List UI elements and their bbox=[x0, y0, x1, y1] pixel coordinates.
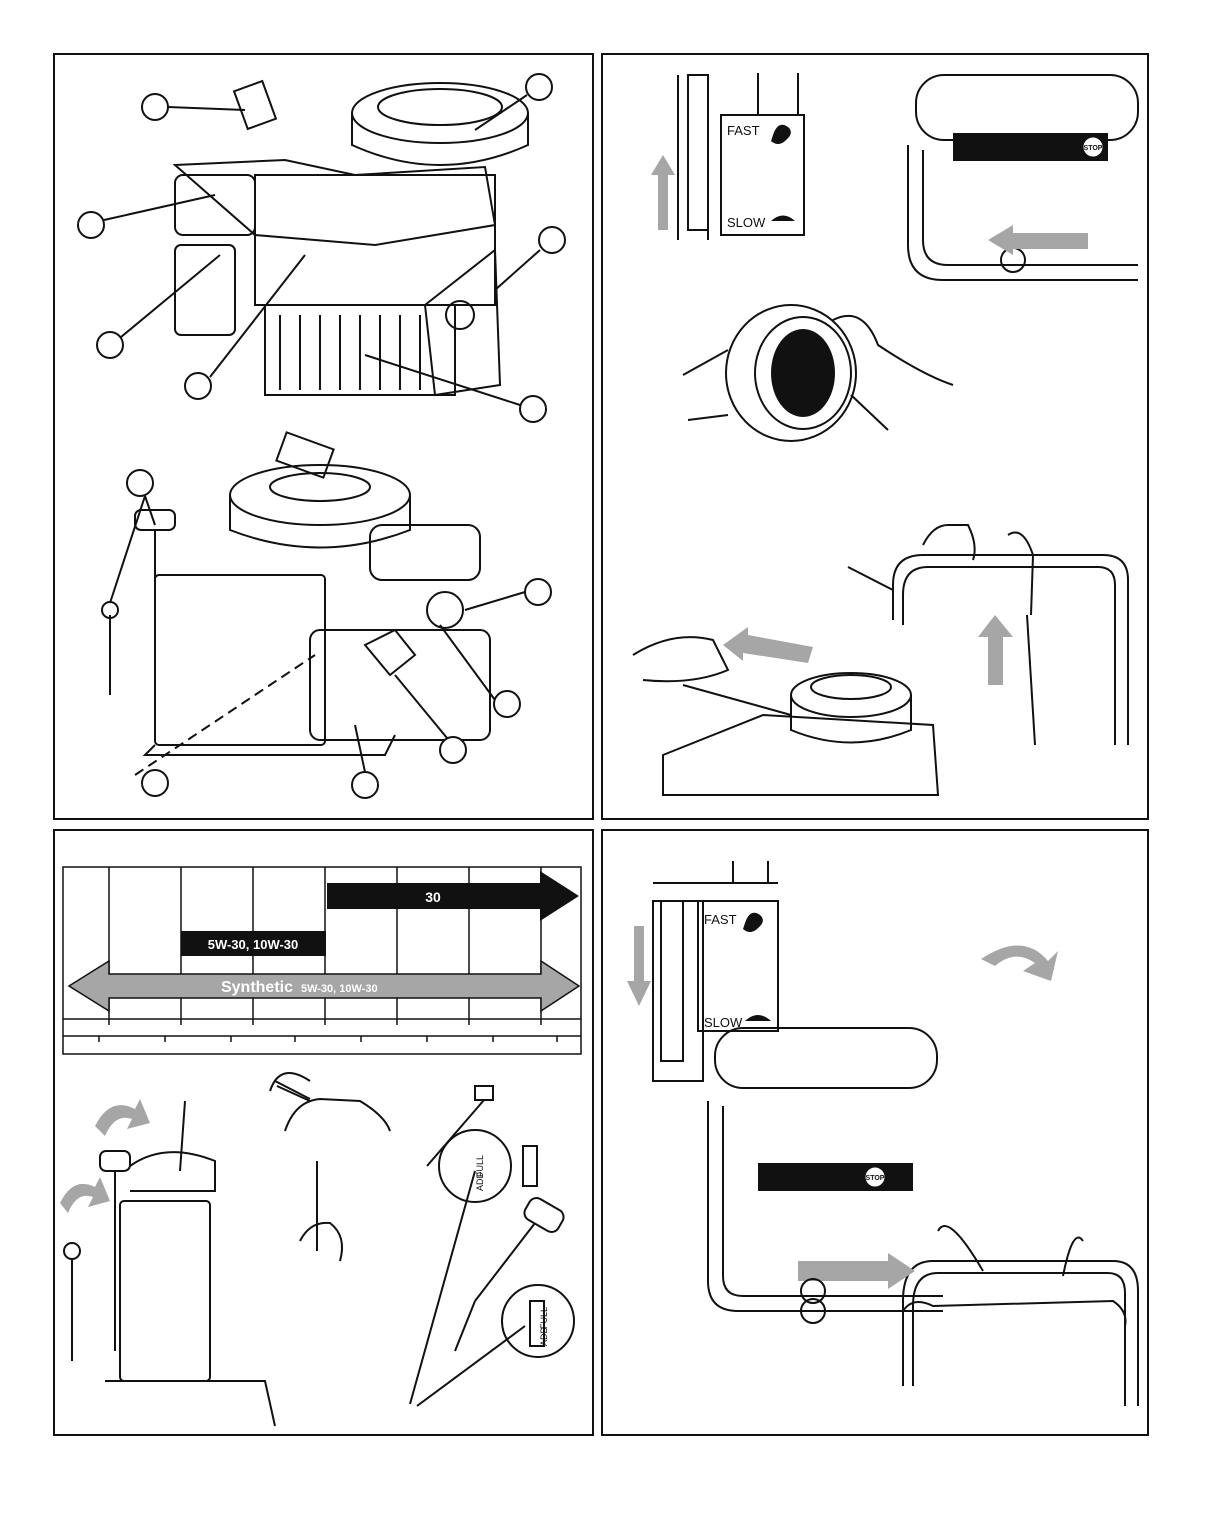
turtle-icon-2 bbox=[745, 1015, 771, 1021]
oil-synthetic-grades-label: 5W-30, 10W-30 bbox=[301, 983, 378, 995]
stop-sign-label: STOP bbox=[1084, 145, 1103, 152]
rabbit-icon-2 bbox=[743, 912, 763, 932]
stop-sign-label-2: STOP bbox=[866, 1175, 885, 1182]
arrow-rotate-icon-2 bbox=[60, 1177, 110, 1213]
arrow-down-icon bbox=[627, 926, 651, 1006]
arrow-release-icon bbox=[981, 945, 1058, 981]
arrow-up-icon bbox=[651, 155, 675, 230]
oil-synthetic-label: Synthetic bbox=[221, 979, 293, 996]
throttle-fast-label: FAST bbox=[727, 123, 760, 138]
dipstick-add-label-2: ADD bbox=[539, 1326, 549, 1346]
oil-illustration: 30 5W-30, 10W-30 Synthetic 5W-30, 10W-30 bbox=[60, 866, 582, 1427]
primer-bulb-icon bbox=[771, 329, 835, 417]
oil-synthetic-bar bbox=[67, 959, 581, 1013]
throttle-slow-label: SLOW bbox=[727, 215, 766, 230]
panel-stopping: FAST SLOW STOP bbox=[601, 829, 1149, 1436]
turtle-icon bbox=[771, 215, 795, 221]
dipstick-full-label: FULL bbox=[475, 1155, 485, 1177]
oil-grade-multi-bar bbox=[181, 931, 326, 956]
callout-circles bbox=[77, 73, 566, 799]
arrow-right-icon bbox=[798, 1253, 915, 1289]
panel-oil: 30 5W-30, 10W-30 Synthetic 5W-30, 10W-30 bbox=[53, 829, 594, 1436]
starting-illustration: FAST SLOW STOP bbox=[632, 73, 1139, 796]
callout-leaders bbox=[103, 94, 541, 773]
stopping-illustration: FAST SLOW STOP bbox=[627, 861, 1139, 1406]
dipstick-full-label-2: FULL bbox=[539, 1307, 549, 1329]
dipstick-add-label: ADD bbox=[475, 1171, 485, 1191]
rabbit-icon bbox=[771, 124, 791, 144]
panel-engine-components bbox=[53, 53, 594, 820]
arrow-up-icon-2 bbox=[978, 615, 1013, 685]
arrow-pull-icon bbox=[723, 627, 813, 663]
throttle-fast-label-2: FAST bbox=[704, 912, 737, 927]
engine-components-illustration bbox=[77, 73, 566, 799]
oil-grade-30-bar bbox=[327, 871, 579, 921]
oil-grade-30-label: 30 bbox=[425, 889, 441, 905]
arrow-rotate-icon bbox=[95, 1099, 150, 1136]
panel-starting: FAST SLOW STOP bbox=[601, 53, 1149, 820]
arrow-left-icon bbox=[988, 225, 1088, 255]
throttle-slow-label-2: SLOW bbox=[704, 1015, 743, 1030]
oil-grade-multi-label: 5W-30, 10W-30 bbox=[208, 937, 299, 952]
